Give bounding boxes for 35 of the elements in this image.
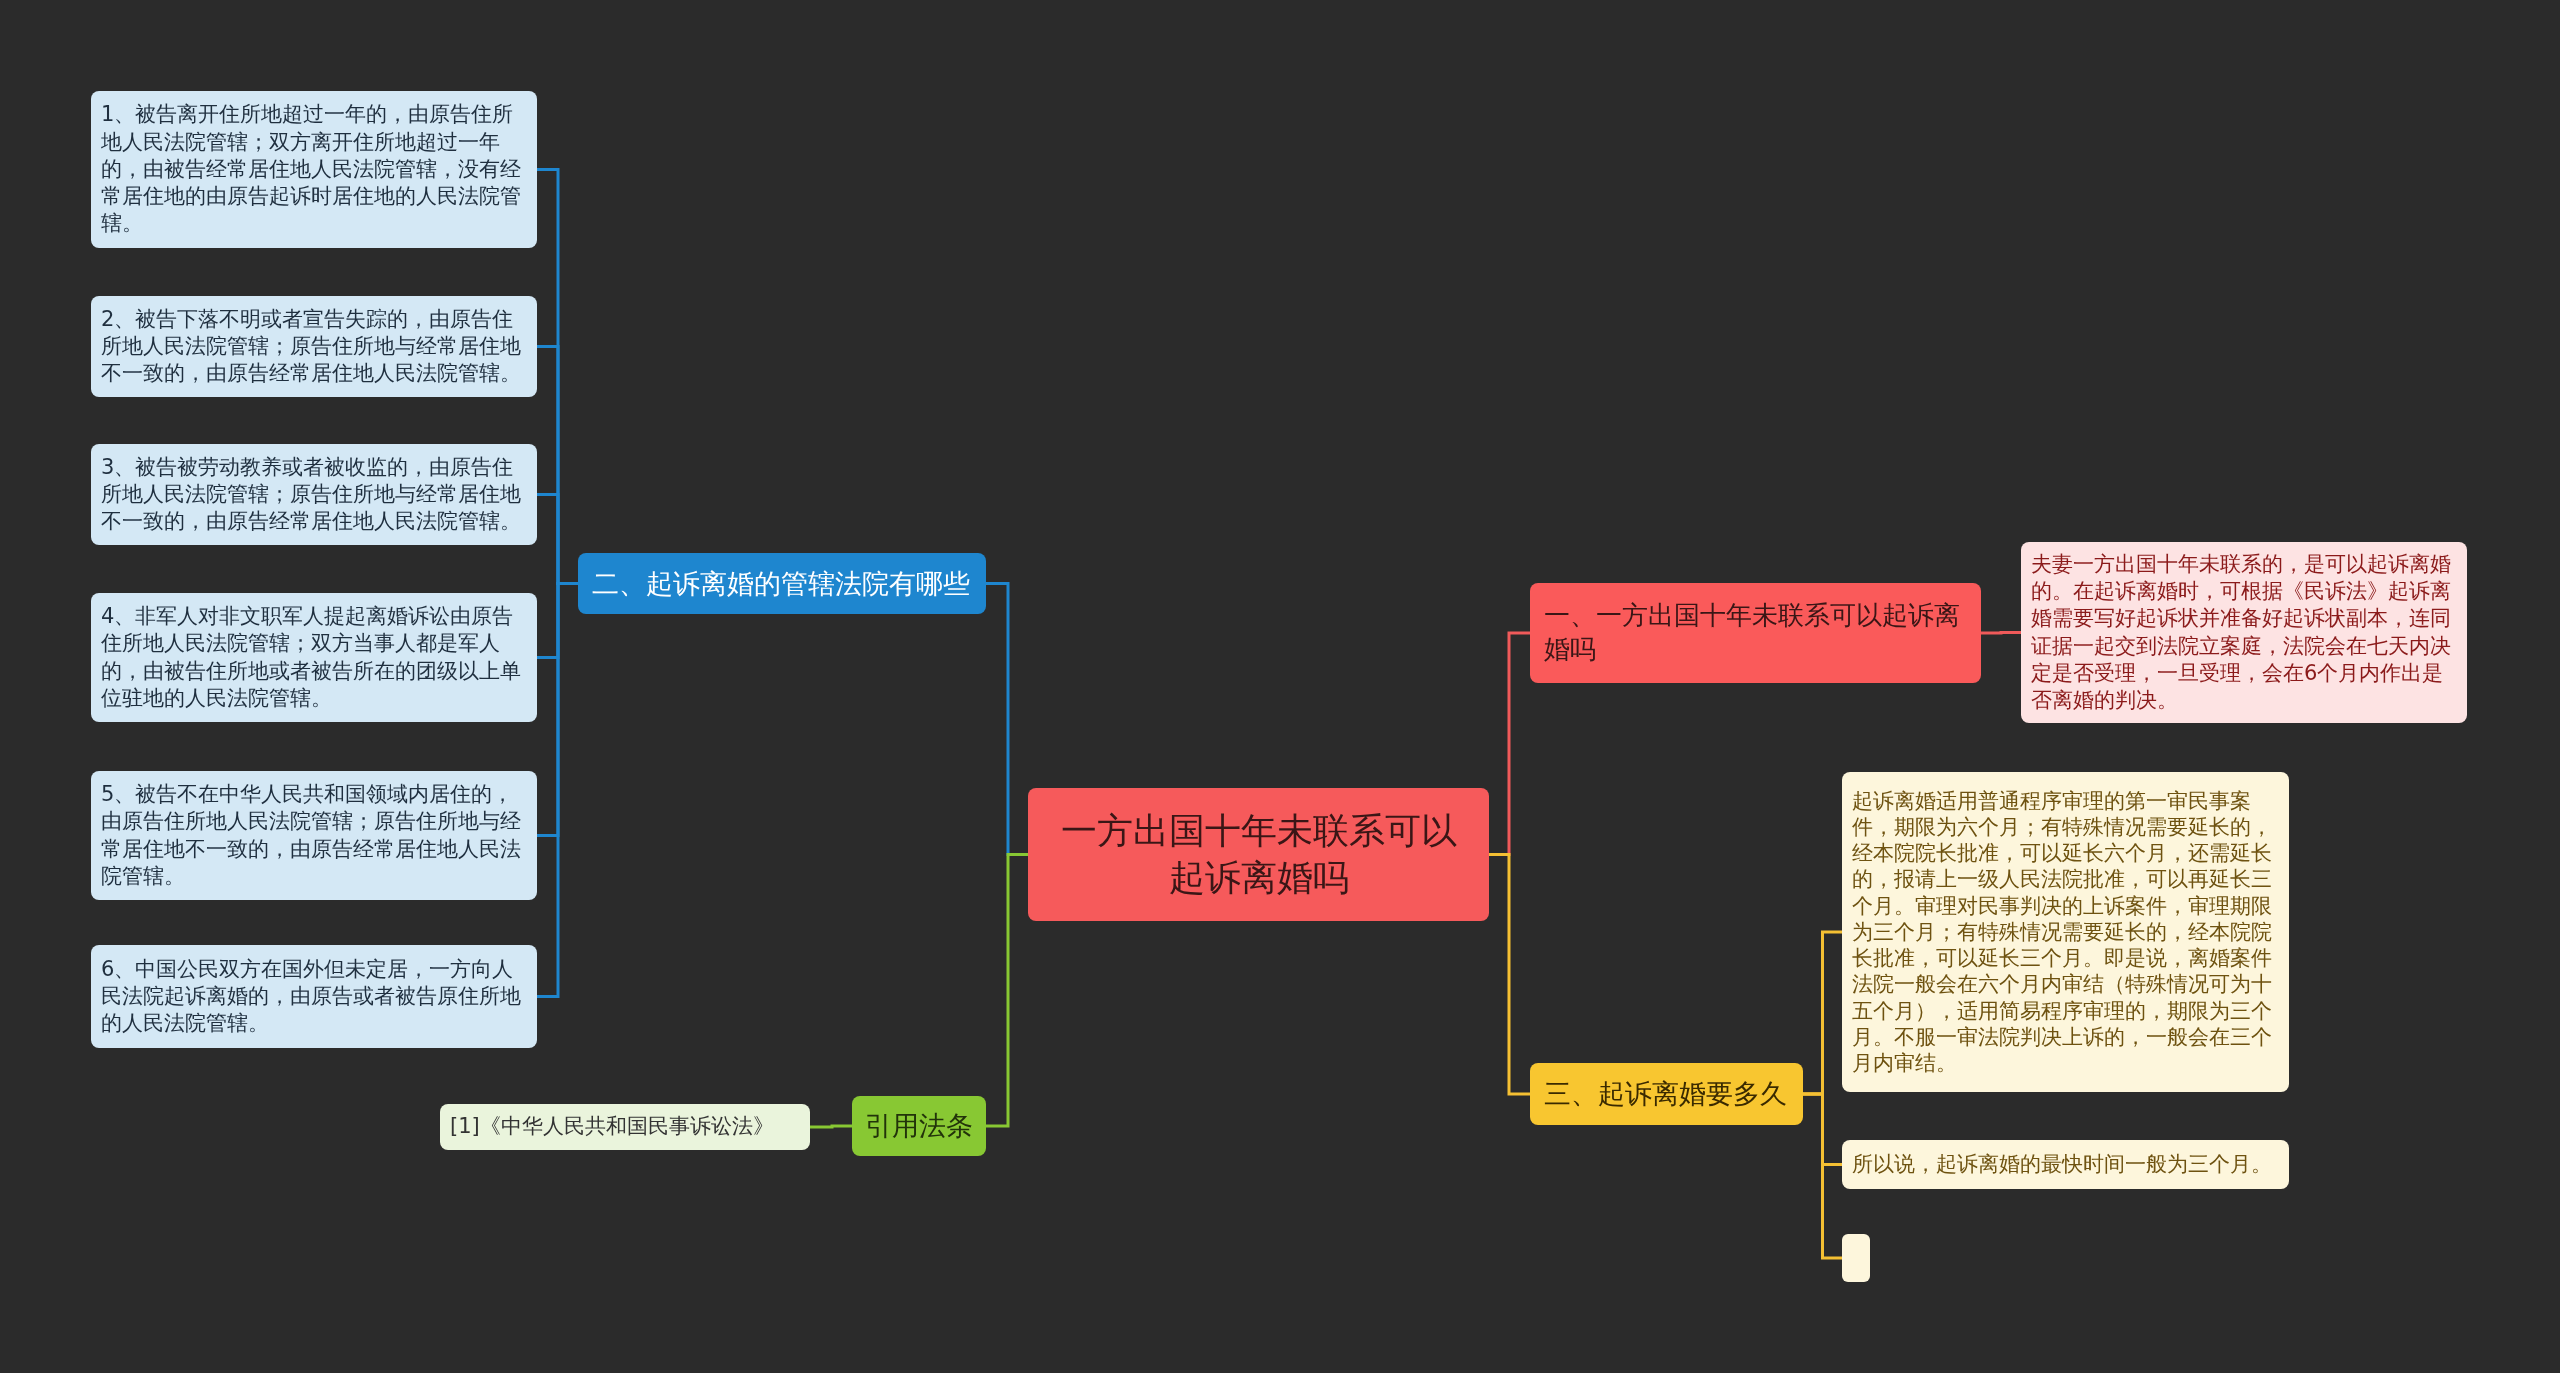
topic-text: 引用法条	[864, 1109, 974, 1144]
note-box	[91, 945, 537, 1048]
empty-topic-box	[1842, 1234, 1870, 1282]
branch-topic-box	[1530, 1063, 1803, 1125]
note-text: 5、被告不在中华人民共和国领域内居住的，由原告住所地人民法院管辖；原告住所地与经常居住地不一致的，由原告经常居住地人民法院管辖。	[101, 780, 522, 890]
note-box	[91, 593, 537, 722]
note-box	[91, 771, 537, 900]
branch-topic-box	[852, 1096, 986, 1156]
topic-text: 三、起诉离婚要多久	[1544, 1077, 1788, 1112]
connector-line	[1981, 631, 2021, 635]
note-text: 6、中国公民双方在国外但未定居，一方向人民法院起诉离婚的，由原告或者被告原住所地的人民法院管辖。	[101, 955, 522, 1038]
note-text: 起诉离婚适用普通程序审理的第一审民事案件，期限为六个月；有特殊情况需要延长的，经本院院长批准，可以延长六个月，还需延长的，报请上一级人民法院批准，可以再延长三个月。审理对民事判决的上诉案件，审理期限为三个月；有特殊情况需要延长的，经本院院长批准，可以延长三个月。即是说，离婚案件法院一般会在六个月内审结（特殊情况可为十五个月），适用简易程序审理的，期限为三个月。不服一审法院判决上诉的，一般会在三个月内审结。	[1852, 787, 2273, 1077]
note-text: 所以说，起诉离婚的最快时间一般为三个月。	[1852, 1151, 2273, 1178]
note-box	[91, 91, 537, 248]
connector-line	[1803, 1092, 1842, 1260]
note-text: 夫妻一方出国十年未联系的，是可以起诉离婚的。在起诉离婚时，可根据《民诉法》起诉离婚需要写好起诉状并准备好起诉状副本，连同证据一起交到法院立案庭，法院会在七天内决定是否受理，一旦受理，会在6个月内作出是否离婚的判决。	[2031, 550, 2452, 715]
central-topic-box	[1028, 788, 1489, 921]
note-text: 3、被告被劳动教养或者被收监的，由原告住所地人民法院管辖；原告住所地与经常居住地不一致的，由原告经常居住地人民法院管辖。	[101, 453, 522, 536]
citation-box	[440, 1104, 810, 1150]
topic-text: 二、起诉离婚的管辖法院有哪些	[592, 566, 971, 601]
connector-line	[986, 853, 1028, 1128]
connector-line	[1489, 853, 1530, 1096]
connector-line	[810, 1124, 852, 1129]
note-box	[91, 444, 537, 545]
branch-topic-box	[1530, 583, 1981, 683]
note-text: 4、非军人对非文职军人提起离婚诉讼由原告住所地人民法院管辖；双方当事人都是军人的，由被告住所地或者被告所在的团级以上单位驻地的人民法院管辖。	[101, 602, 522, 712]
note-text: 1、被告离开住所地超过一年的，由原告住所地人民法院管辖；双方离开住所地超过一年的，由被告经常居住地人民法院管辖，没有经常居住地的由原告起诉时居住地的人民法院管辖。	[101, 101, 522, 238]
note-box	[91, 296, 537, 397]
note-text: 2、被告下落不明或者宣告失踪的，由原告住所地人民法院管辖；原告住所地与经常居住地不一致的，由原告经常居住地人民法院管辖。	[101, 305, 522, 388]
note-text: [1]《中华人民共和国民事诉讼法》	[450, 1113, 775, 1141]
branch-topic-box	[578, 553, 986, 614]
note-box	[1842, 1140, 2289, 1189]
central-topic-text: 一方出国十年未联系可以起诉离婚吗	[1059, 808, 1458, 900]
topic-text: 一、一方出国十年未联系可以起诉离婚吗	[1544, 599, 1961, 666]
connector-line	[537, 582, 578, 998]
